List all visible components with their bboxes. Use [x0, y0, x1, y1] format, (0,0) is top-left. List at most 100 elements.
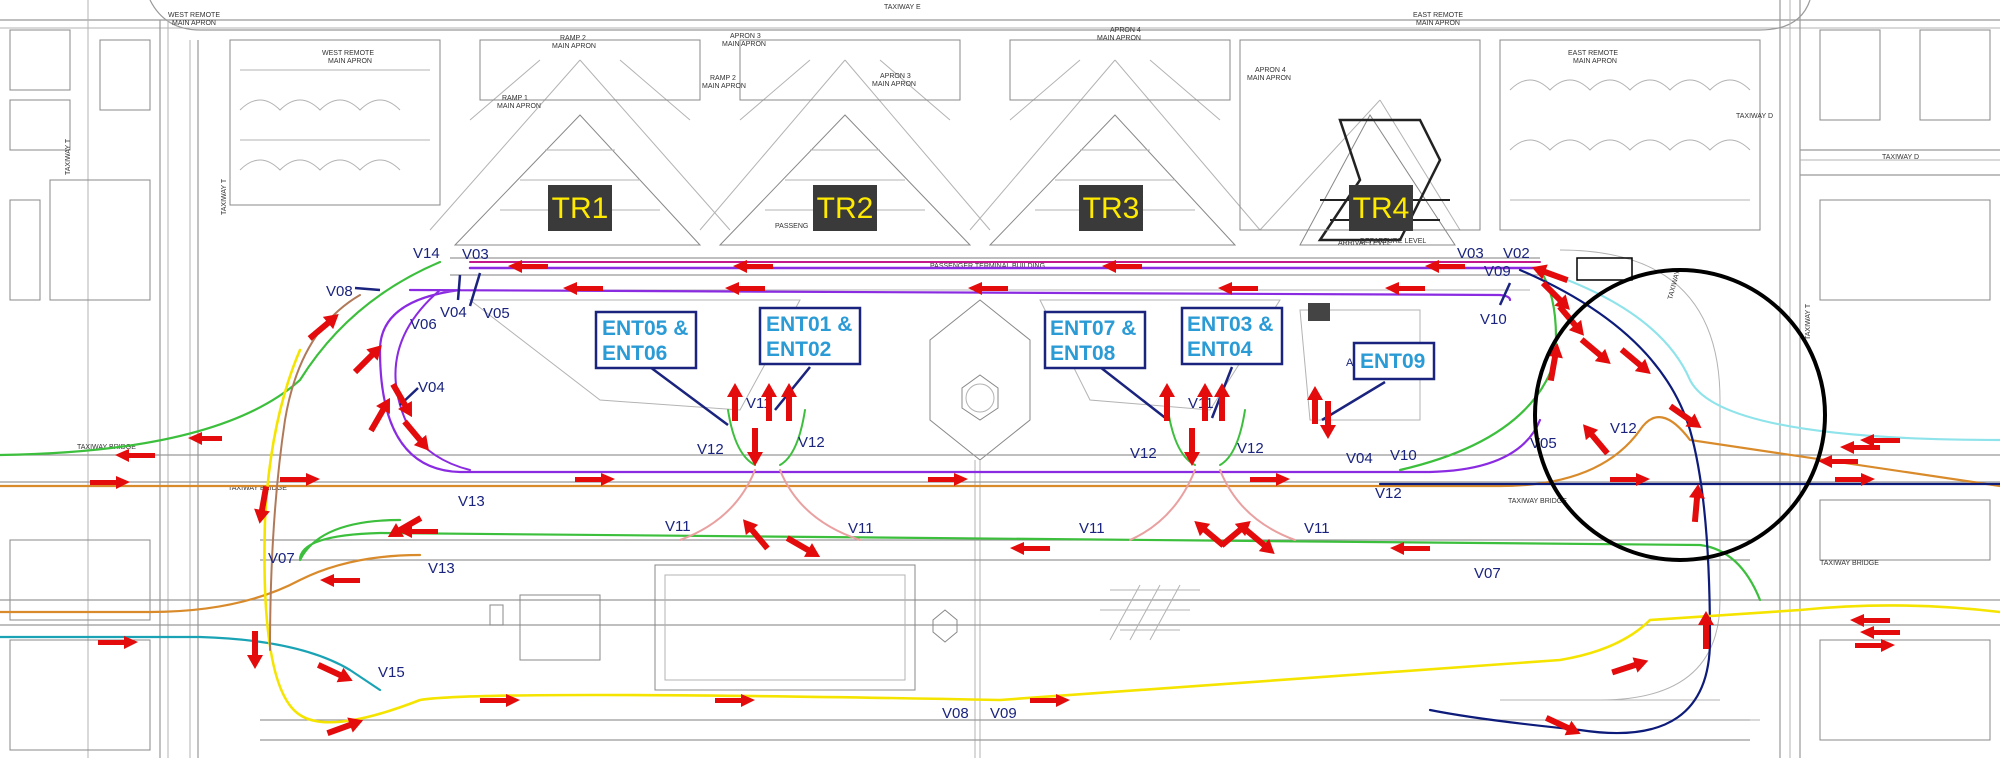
label-taxiway-t-right: TAXIWAY T [1805, 303, 1812, 340]
route-labels: V14 V03 V08 V04 V05 V06 V04 V13 V12 V11 … [268, 245, 1637, 722]
label-taxiway-d-top: TAXIWAY D [1736, 113, 1773, 120]
direction-arrow [761, 383, 777, 421]
direction-arrow [1214, 383, 1230, 421]
label-taxiway-d-right: TAXIWAY D [1882, 154, 1919, 161]
route-green-mid [298, 518, 1762, 602]
route-label-a-mark: A [1346, 357, 1354, 369]
direction-arrow [1010, 542, 1050, 555]
direction-arrow [725, 282, 765, 295]
route-label-v11-d: V11 [1188, 395, 1214, 412]
route-label-v11-c: V11 [848, 520, 874, 537]
direction-arrow [1030, 694, 1070, 707]
callout-ent09: ENT09 [1352, 341, 1436, 381]
direction-arrow [1218, 282, 1258, 295]
route-label-v11-f: V11 [1304, 520, 1330, 537]
label-east-remote: EAST REMOTE [1413, 12, 1463, 19]
label-ramp2: RAMP 2 [560, 35, 586, 42]
callout-line2: ENT06 [602, 342, 667, 365]
callout-leaders [354, 272, 1512, 427]
callout-line2: ENT02 [766, 338, 831, 361]
direction-arrow [390, 382, 412, 418]
direction-arrow [1385, 282, 1425, 295]
callout-line1: ENT07 & [1050, 317, 1136, 340]
direction-arrow [352, 345, 382, 375]
route-label-v12-a: V12 [697, 441, 724, 458]
direction-arrow [1689, 484, 1705, 523]
terminal-tr4: TR4 [1349, 185, 1413, 231]
direction-arrow [1219, 521, 1251, 548]
label-ramp1-apron: MAIN APRON [497, 103, 541, 110]
direction-arrow [1583, 424, 1610, 456]
route-label-v08-bottom: V08 [942, 705, 969, 722]
route-yellow-loop [263, 348, 2000, 724]
direction-arrow [1850, 614, 1890, 627]
direction-arrow [1619, 347, 1651, 374]
callout-line1: ENT05 & [602, 317, 688, 340]
direction-arrow [480, 694, 520, 707]
label-taxiway-t-left-2: TAXIWAY T [221, 178, 228, 215]
label-taxiway-e: TAXIWAY E [884, 4, 921, 11]
direction-arrow [733, 260, 773, 273]
route-label-v09-top: V09 [1484, 263, 1511, 280]
label-apron3-apron: MAIN APRON [722, 41, 766, 48]
hatch-block [1308, 303, 1330, 321]
label-taxiway-right: TAXIWAY [1667, 269, 1682, 300]
direction-arrow [1184, 428, 1200, 466]
route-label-v05-a: V05 [483, 305, 510, 322]
route-label-v13-a: V13 [458, 493, 485, 510]
label-east-remote-apron: MAIN APRON [1416, 20, 1460, 27]
direction-arrow [1250, 473, 1290, 486]
label-taxiway-bridge-4: TAXIWAY BRIDGE [1820, 560, 1879, 567]
route-pink-v11-right [1129, 469, 1296, 541]
route-orange-lower [0, 553, 422, 614]
label-passenger-terminal: PASSENGER TERMINAL BUILDING [930, 263, 1045, 270]
label-ramp2-apron: MAIN APRON [552, 43, 596, 50]
route-label-v12-b: V12 [798, 434, 825, 451]
label-apron4-apron: MAIN APRON [1097, 35, 1141, 42]
label-apron4: APRON 4 [1110, 27, 1141, 34]
direction-arrow [1668, 403, 1702, 429]
terminal-label: TR2 [817, 192, 874, 225]
entrance-callouts: ENT05 & ENT06 ENT01 & ENT02 ENT07 & ENT0… [594, 306, 1436, 381]
direction-arrow [387, 515, 423, 537]
direction-arrow [1840, 441, 1880, 454]
direction-arrow [115, 449, 155, 462]
terminal-label: TR1 [552, 192, 609, 225]
direction-arrow [1610, 473, 1650, 486]
route-label-v04-c: V04 [1346, 450, 1373, 467]
label-passenger-short: PASSENG [775, 223, 808, 230]
label-taxiway-t-left: TAXIWAY T [65, 138, 72, 175]
direction-arrows [90, 260, 1900, 737]
label-apron3: APRON 3 [730, 33, 761, 40]
label-west-remote-apron: MAIN APRON [172, 20, 216, 27]
callout-line1: ENT09 [1360, 350, 1425, 373]
route-label-v12-f: V12 [1610, 420, 1637, 437]
direction-arrow [563, 282, 603, 295]
direction-arrow [1855, 639, 1895, 652]
callout-ent07-ent08: ENT07 & ENT08 [1043, 310, 1147, 370]
direction-arrow [1698, 611, 1714, 649]
label-ramp2b-apron: MAIN APRON [702, 83, 746, 90]
callout-ent01-ent02: ENT01 & ENT02 [758, 306, 862, 366]
route-green-ent-left [727, 409, 806, 466]
label-departure-level: DEPARTURE LEVEL [1360, 238, 1426, 245]
terminal-tr1: TR1 [548, 185, 612, 231]
direction-arrow [1860, 434, 1900, 447]
direction-arrow [785, 535, 821, 557]
direction-arrow [743, 519, 770, 551]
label-east-remote-2-apron: MAIN APRON [1573, 58, 1617, 65]
direction-arrow [1579, 337, 1611, 364]
direction-arrow [1194, 521, 1226, 548]
direction-arrow [1159, 383, 1175, 421]
direction-arrow [90, 476, 130, 489]
direction-arrow [307, 314, 339, 341]
terminal-tr3: TR3 [1079, 185, 1143, 231]
terminal-label: TR3 [1083, 192, 1140, 225]
route-label-v10-a: V10 [1390, 447, 1417, 464]
direction-arrow [280, 473, 320, 486]
label-arrival-level: ARRIVAL LEVEL [1338, 240, 1391, 247]
pier-tr1 [429, 59, 731, 246]
route-label-v09-bottom: V09 [990, 705, 1017, 722]
